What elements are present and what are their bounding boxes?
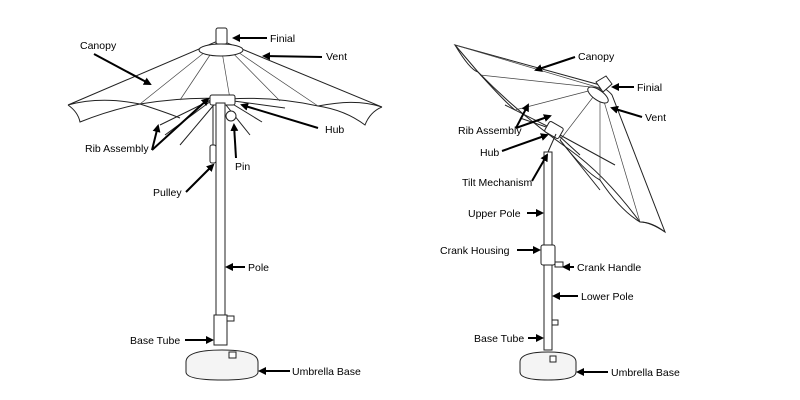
label-hub-left: Hub [325,124,344,136]
arrow-tilt-mechanism-right [531,153,548,182]
arrow-vent-left [262,52,323,61]
label-umbrella-base-left: Umbrella Base [292,366,361,378]
arrow-rib-assembly-left-b [151,97,210,151]
arrow-canopy-right [534,56,576,72]
label-crank-housing-right: Crank Housing [440,245,510,257]
arrow-vent-right [610,105,643,118]
label-finial-left: Finial [270,33,295,45]
label-base-tube-left: Base Tube [130,335,180,347]
label-pin-left: Pin [235,161,250,173]
label-canopy-right: Canopy [578,51,615,63]
label-base-tube-right: Base Tube [474,333,524,345]
label-finial-right: Finial [637,82,662,94]
label-umbrella-base-right: Umbrella Base [611,367,680,379]
arrow-hub-right [501,133,549,152]
arrow-rib-assembly-right-b [515,114,552,129]
label-canopy-left: Canopy [80,40,117,52]
right-umbrella-illustration [453,44,667,381]
arrow-rib-assembly-right-a [515,103,529,129]
arrow-pin-left [230,123,239,159]
label-crank-handle-right: Crank Handle [577,262,641,274]
label-rib-assembly-right: Rib Assembly [458,125,522,137]
arrow-canopy-left [93,53,152,85]
label-vent-left: Vent [326,51,347,63]
left-umbrella-illustration [67,27,383,381]
label-upper-pole-right: Upper Pole [468,208,521,220]
label-pulley-left: Pulley [153,187,182,199]
label-rib-assembly-left: Rib Assembly [85,143,149,155]
arrow-rib-assembly-left-a [151,124,161,151]
arrow-hub-left [240,102,319,129]
label-tilt-mechanism-right: Tilt Mechanism [462,177,532,189]
arrow-pulley-left [185,163,215,193]
label-lower-pole-right: Lower Pole [581,291,634,303]
label-pole-left: Pole [248,262,269,274]
label-hub-right: Hub [480,147,499,159]
label-vent-right: Vent [645,112,666,124]
